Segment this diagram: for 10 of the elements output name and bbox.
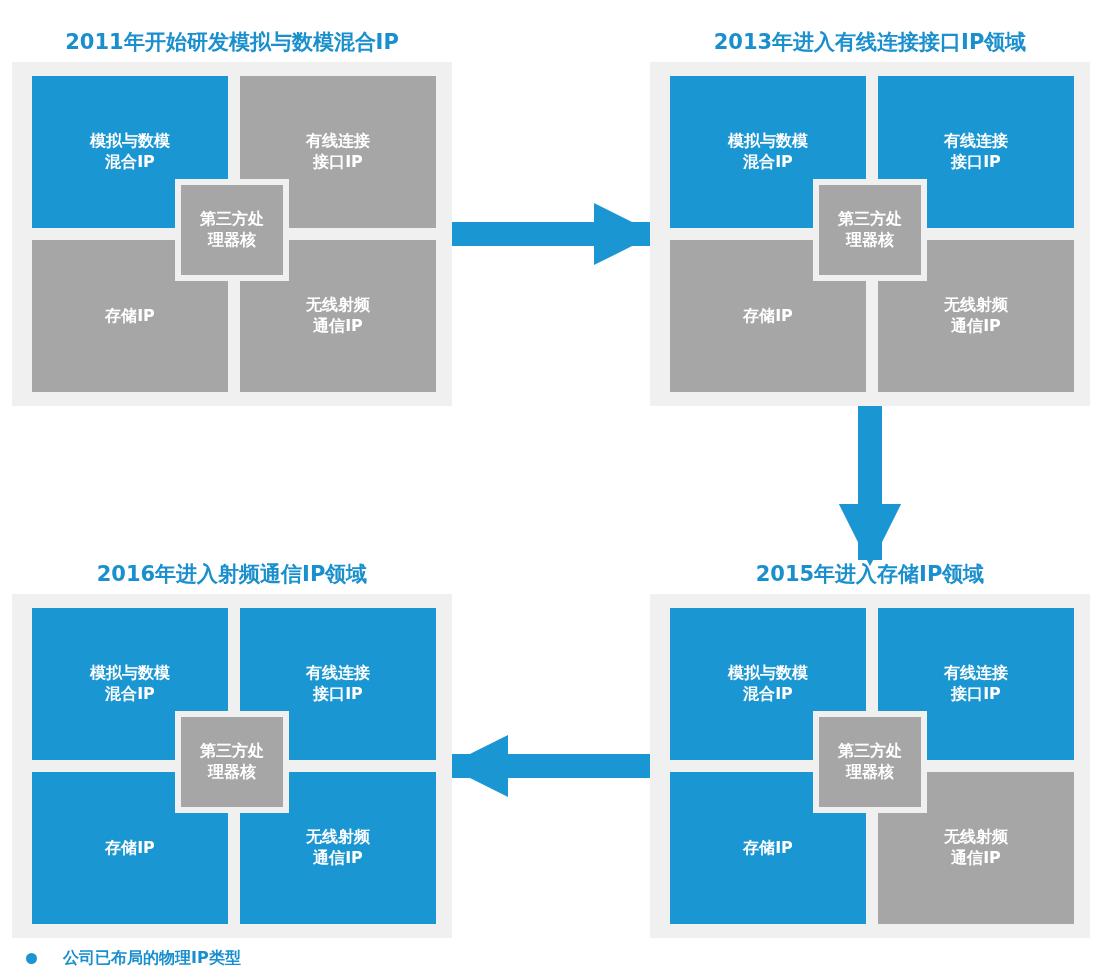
panel-title: 2013年进入有线连接接口IP领域 — [712, 29, 1028, 56]
core-box: 第三方处理器核 — [813, 179, 927, 281]
core-box: 第三方处理器核 — [175, 711, 289, 813]
legend-text: 公司已布局的物理IP类型 — [63, 948, 241, 969]
panel-title: 2016年进入射频通信IP领域 — [95, 561, 369, 588]
arrow — [838, 406, 902, 567]
panel-title: 2015年进入存储IP领域 — [754, 561, 986, 588]
core-box: 第三方处理器核 — [175, 179, 289, 281]
core-box: 第三方处理器核 — [813, 711, 927, 813]
panel-title: 2011年开始研发模拟与数模混合IP — [64, 29, 400, 56]
